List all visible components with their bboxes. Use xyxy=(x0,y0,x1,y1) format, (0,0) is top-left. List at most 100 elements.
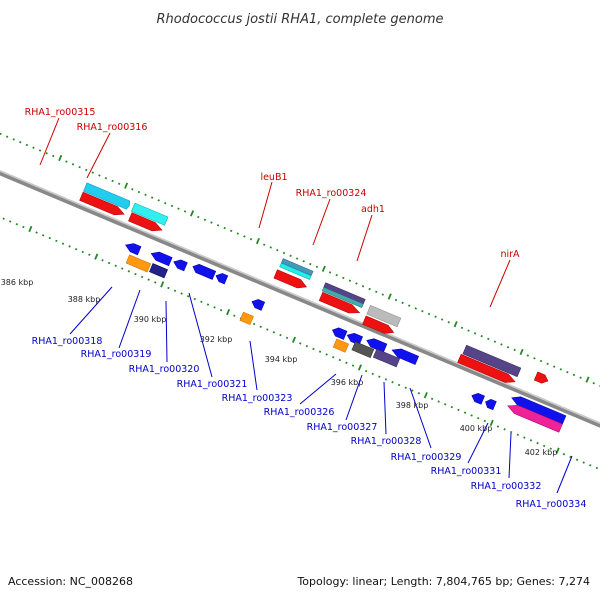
gene-ro00328-gray[interactable] xyxy=(351,341,375,358)
gene-label-ro00331[interactable]: RHA1_ro00331 xyxy=(431,466,502,477)
gene-ro00327-orange[interactable] xyxy=(332,338,349,353)
gene-nirA-cds[interactable] xyxy=(457,353,517,386)
major-tick xyxy=(489,419,494,427)
gene-ro00334[interactable] xyxy=(506,402,563,433)
minor-tick xyxy=(434,315,437,318)
leader-line xyxy=(118,289,141,349)
minor-tick xyxy=(342,276,345,280)
gene-label-ro00332[interactable]: RHA1_ro00332 xyxy=(471,481,542,492)
gene-ro00324-cds[interactable] xyxy=(318,291,361,317)
major-tick xyxy=(226,308,231,316)
gene-ro00318-orange[interactable] xyxy=(125,254,152,273)
gene-ro00328[interactable] xyxy=(365,336,388,353)
minor-tick xyxy=(104,177,108,180)
scale-label: 394 kbp xyxy=(265,355,298,364)
gene-ro00319-navy[interactable] xyxy=(149,263,168,279)
gene-ro00327[interactable] xyxy=(345,331,363,346)
minor-tick xyxy=(592,382,595,385)
leader-line xyxy=(188,292,213,378)
gene-label-ro00334[interactable]: RHA1_ro00334 xyxy=(516,499,587,510)
gene-ro00329-purple[interactable] xyxy=(372,348,401,368)
minor-tick xyxy=(19,141,22,144)
minor-tick xyxy=(437,400,440,403)
gene-ro00329[interactable] xyxy=(390,346,419,365)
gene-label-ro00315[interactable]: RHA1_ro00315 xyxy=(25,107,96,118)
minor-tick xyxy=(42,234,45,237)
gene-ro00324-teal[interactable] xyxy=(321,286,364,308)
minor-tick xyxy=(411,389,414,392)
gene-ro00315-cyan[interactable] xyxy=(83,182,131,210)
minor-tick xyxy=(549,447,552,450)
gene-leuB1-teal[interactable] xyxy=(281,258,314,276)
minor-tick xyxy=(170,204,174,208)
minor-tick xyxy=(230,229,233,233)
gene-label-ro00329[interactable]: RHA1_ro00329 xyxy=(391,452,462,463)
leader-line xyxy=(556,455,573,494)
minor-tick xyxy=(88,253,91,256)
minor-tick xyxy=(430,397,434,400)
gene-label-ro00326[interactable]: RHA1_ro00326 xyxy=(264,407,335,418)
gene-label-ro00327[interactable]: RHA1_ro00327 xyxy=(307,422,378,433)
gene-small-cds[interactable] xyxy=(533,371,549,385)
gene-label-ro00318[interactable]: RHA1_ro00318 xyxy=(32,336,103,347)
minor-tick xyxy=(2,217,5,220)
minor-tick xyxy=(483,419,486,423)
minor-tick xyxy=(266,328,269,331)
gene-label-leuB1[interactable]: leuB1 xyxy=(260,172,287,183)
minor-tick xyxy=(52,154,55,158)
gene-label-nirA[interactable]: nirA xyxy=(500,249,520,260)
leader-line xyxy=(39,117,60,166)
gene-ro00316-cds[interactable] xyxy=(128,212,163,235)
gene-ro00316-cyan[interactable] xyxy=(131,202,169,226)
minor-tick xyxy=(335,273,338,277)
minor-tick xyxy=(371,372,374,376)
minor-tick xyxy=(463,411,467,414)
major-tick xyxy=(160,281,165,288)
gene-adh1-cds[interactable] xyxy=(362,315,396,337)
minor-tick xyxy=(542,444,546,448)
minor-tick xyxy=(131,188,134,191)
minor-tick xyxy=(355,282,358,285)
minor-tick xyxy=(140,275,144,279)
minor-tick xyxy=(114,264,117,267)
gene-ro00323-orange[interactable] xyxy=(239,311,254,325)
gene-label-ro00316[interactable]: RHA1_ro00316 xyxy=(77,122,148,133)
leader-line xyxy=(409,387,432,449)
major-tick xyxy=(387,293,392,300)
major-tick xyxy=(58,154,63,162)
gene-label-ro00320[interactable]: RHA1_ro00320 xyxy=(129,364,200,375)
gene-nirA-purple[interactable] xyxy=(462,344,522,378)
minor-tick xyxy=(318,350,322,353)
minor-tick xyxy=(252,322,256,326)
gene-label-ro00319[interactable]: RHA1_ro00319 xyxy=(81,349,152,360)
gene-label-ro00323[interactable]: RHA1_ro00323 xyxy=(222,393,293,404)
minor-tick xyxy=(575,458,579,461)
minor-tick xyxy=(582,461,585,464)
gene-adh1-silver[interactable] xyxy=(366,304,402,328)
minor-tick xyxy=(197,215,200,219)
major-tick xyxy=(585,376,590,383)
gene-ro00321[interactable] xyxy=(191,262,217,280)
gene-leuB1-cds[interactable] xyxy=(273,269,308,291)
minor-tick xyxy=(200,300,203,304)
gene-ro00332[interactable] xyxy=(484,398,497,411)
minor-tick xyxy=(516,433,519,437)
gene-ro00332-large[interactable] xyxy=(510,394,567,425)
major-tick xyxy=(519,348,524,356)
gene-ro00326[interactable] xyxy=(331,326,348,340)
gene-ro00320[interactable] xyxy=(172,258,188,272)
gene-ro00315-cds[interactable] xyxy=(79,191,126,218)
gene-ro00331[interactable] xyxy=(470,391,485,405)
gene-ro00323[interactable] xyxy=(250,297,266,311)
map-title: Rhodococcus jostii RHA1, complete genome xyxy=(157,12,444,27)
gene-ro00321b[interactable] xyxy=(214,271,229,285)
gene-ro00319[interactable] xyxy=(149,249,173,267)
gene-ro00318[interactable] xyxy=(124,241,142,256)
gene-label-adh1[interactable]: adh1 xyxy=(361,204,385,215)
gene-label-ro00321[interactable]: RHA1_ro00321 xyxy=(177,379,248,390)
minor-tick xyxy=(187,295,190,298)
gene-leuB1-cyan[interactable] xyxy=(279,262,312,280)
gene-label-ro00328[interactable]: RHA1_ro00328 xyxy=(351,436,422,447)
minor-tick xyxy=(559,368,562,371)
gene-label-ro00324[interactable]: RHA1_ro00324 xyxy=(296,188,367,199)
